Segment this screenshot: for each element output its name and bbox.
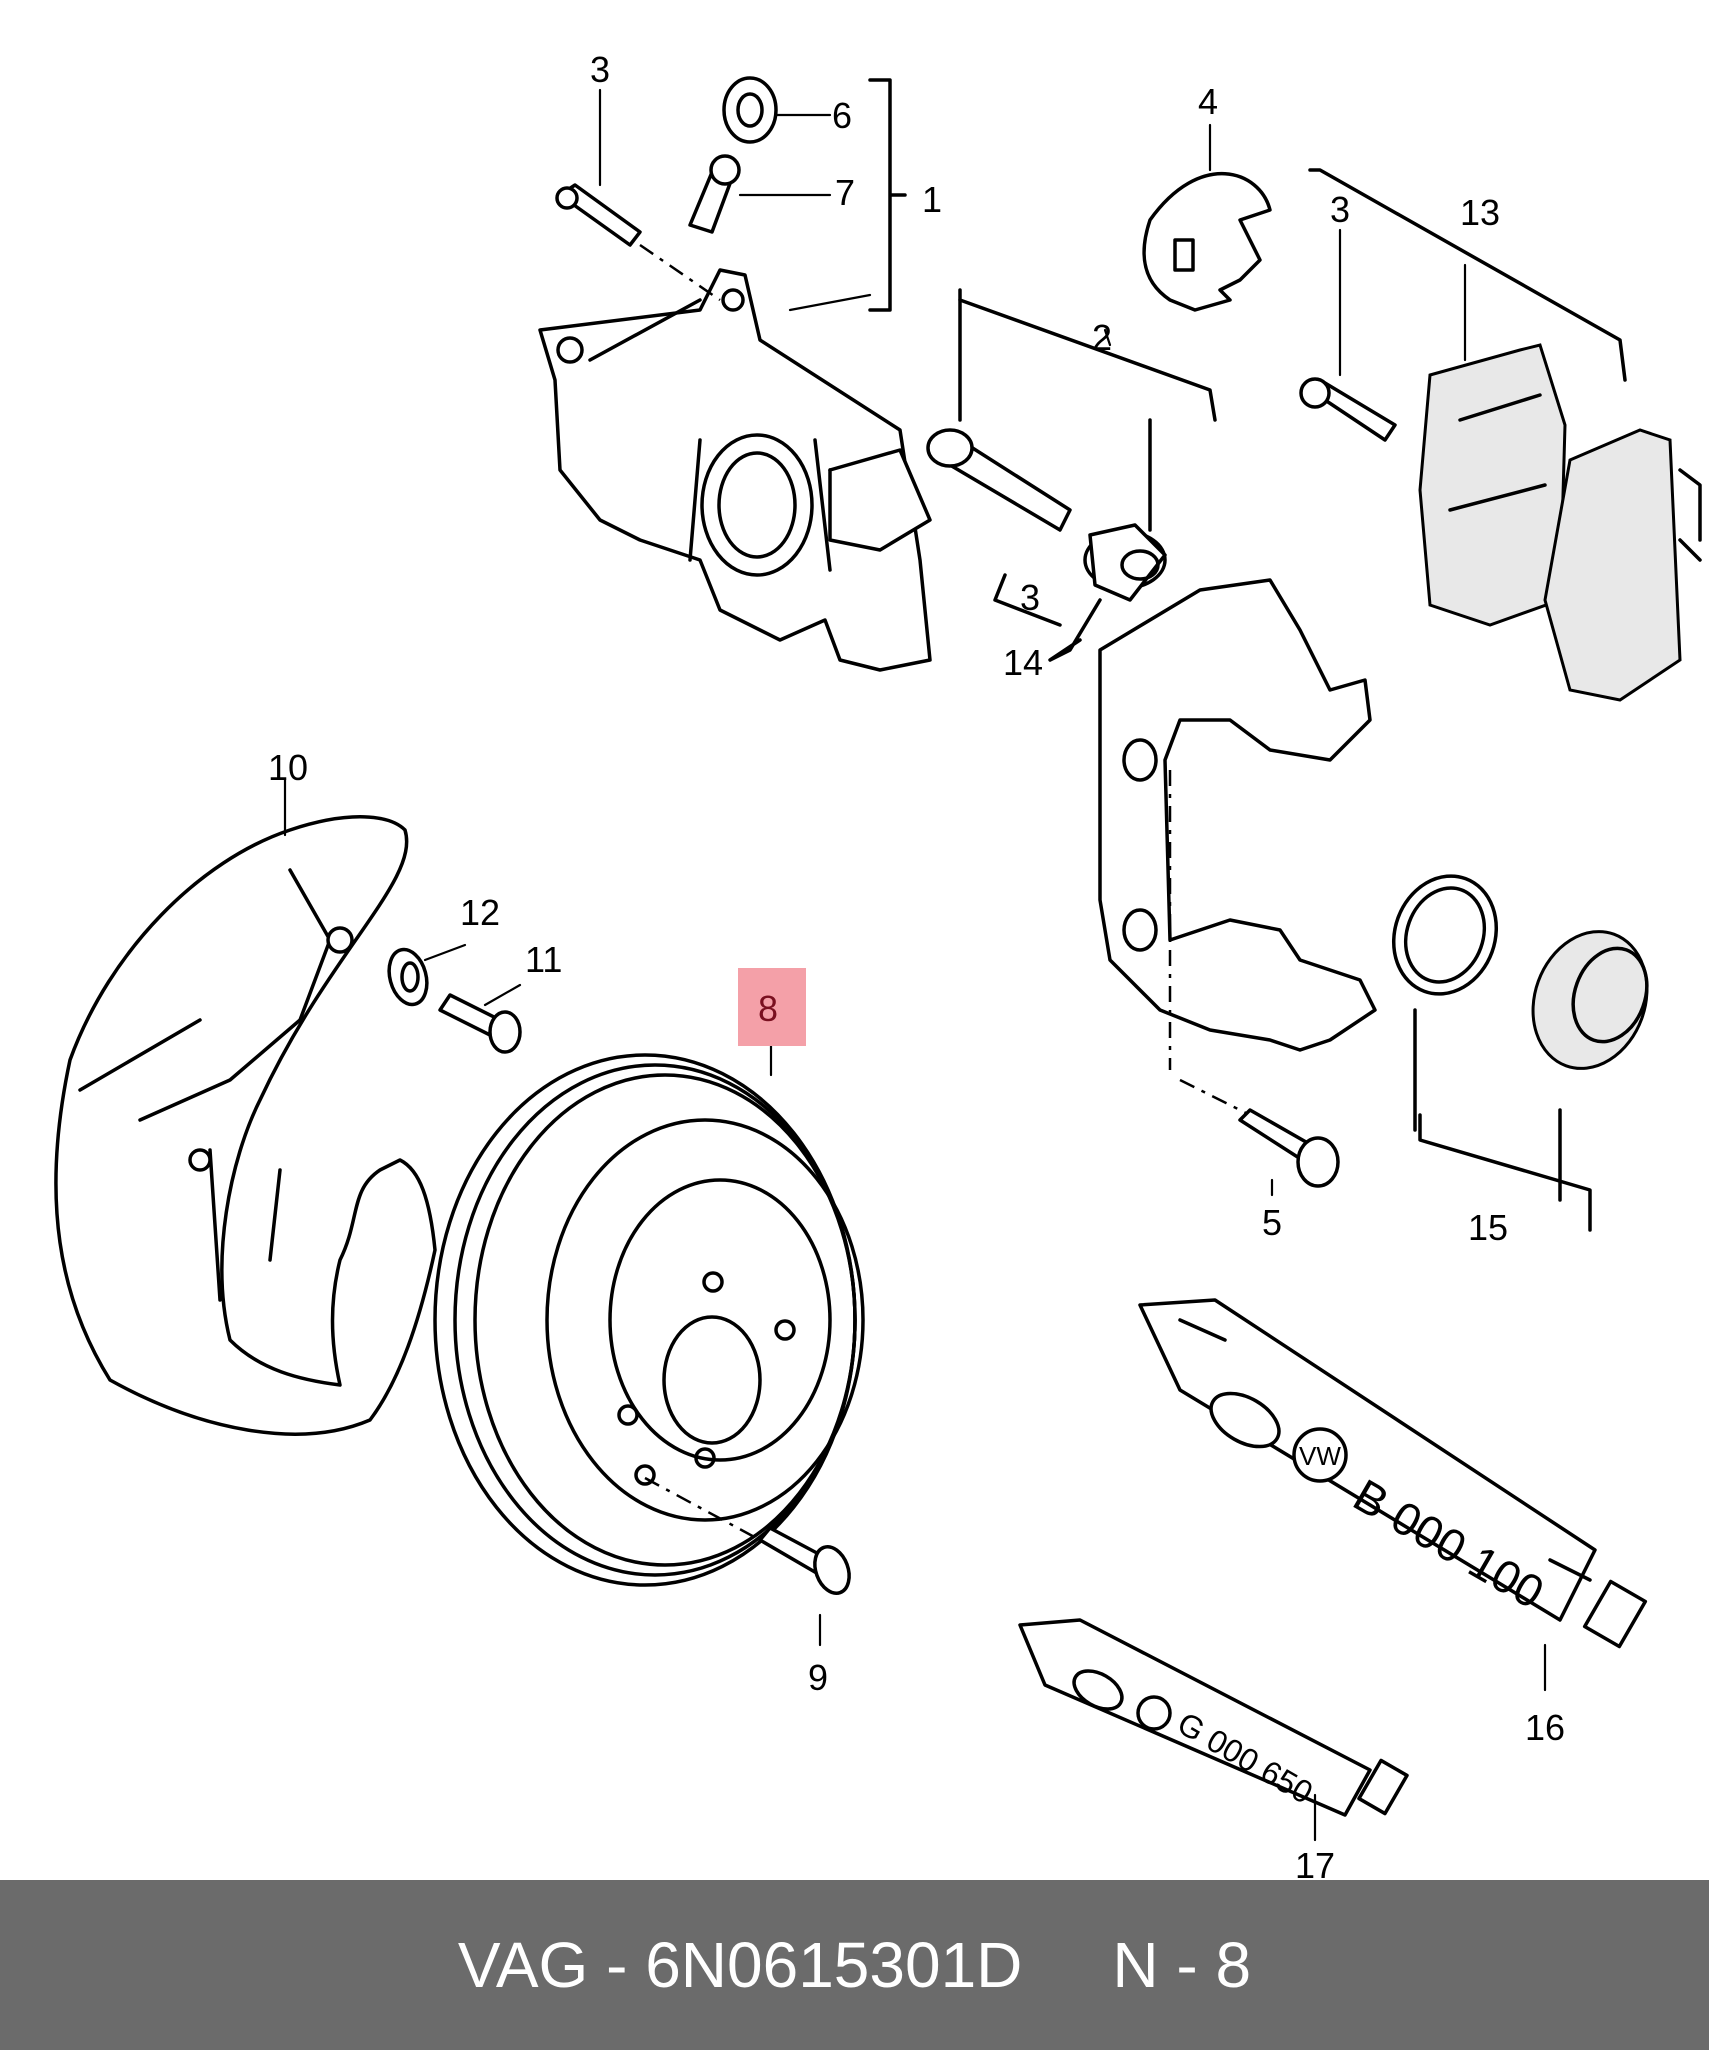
label-part-3-top: 3 [590,49,610,90]
brake-pads-13 [1418,343,1702,702]
label-part-17: 17 [1295,1845,1335,1880]
label-part-12: 12 [460,892,500,933]
bracket-1 [868,78,907,312]
bracket-2 [958,288,1217,422]
piston-seal-kit-15 [1391,874,1649,1202]
label-part-2: 2 [1092,317,1112,358]
label-part-13: 13 [1460,192,1500,233]
disc-screw-9 [758,1526,851,1595]
label-part-9: 9 [808,1657,828,1698]
tube-16-vw-logo: VW [1299,1441,1341,1471]
label-part-3-sleeve: 3 [1020,577,1040,618]
guide-bolt-3-top [555,183,721,302]
label-part-4: 4 [1198,81,1218,122]
shield-bolt-11 [438,993,522,1054]
brake-exploded-diagram: Audi B 000 100 VW Audi G 000 650 1 2 3 3… [54,49,1702,1880]
brake-caliper [538,268,932,672]
guide-pin-2 [926,298,1152,532]
bracket-14 [993,573,1102,662]
label-part-10: 10 [268,747,308,788]
diagram-position: N - 8 [1112,1929,1252,2001]
label-part-15: 15 [1468,1207,1508,1248]
bleeder-cap-6 [722,76,778,144]
lock-washer-12 [387,947,429,1007]
bracket-15 [1418,1113,1592,1232]
anti-rattle-spring-4 [1142,172,1272,312]
leader-lines [283,88,1547,1842]
grease-tube-16: Audi B 000 100 VW [1138,1298,1648,1649]
label-part-14: 14 [1003,642,1043,683]
part-number-footer: VAG - 6N0615301D N - 8 [0,1880,1709,2050]
label-part-7: 7 [835,172,855,213]
maker-part-number: VAG - 6N0615301D [457,1929,1023,2001]
guide-sleeve [1083,523,1167,602]
label-part-11: 11 [525,939,562,980]
label-part-1: 1 [922,179,942,220]
leaders-6-7-1 [738,113,872,312]
guide-bolt-3-right [1299,377,1397,442]
label-part-3-right: 3 [1330,189,1350,230]
label-part-16: 16 [1525,1707,1565,1748]
label-part-5: 5 [1262,1202,1282,1243]
grease-tube-17: Audi G 000 650 [1018,1618,1409,1817]
bracket-13 [1308,168,1627,382]
carrier-bolt-5 [1238,1108,1340,1188]
brake-disc-8 [433,1053,865,1587]
label-part-6: 6 [832,95,852,136]
splash-shield-10 [54,815,437,1436]
bleeder-valve-7 [688,154,741,234]
caliper-carrier [1098,578,1377,1122]
part-8-highlight [738,968,806,1046]
label-part-8: 8 [758,988,778,1029]
part-labels: 1 2 3 3 3 4 5 6 7 8 9 10 11 12 13 14 15 … [268,49,1565,1880]
